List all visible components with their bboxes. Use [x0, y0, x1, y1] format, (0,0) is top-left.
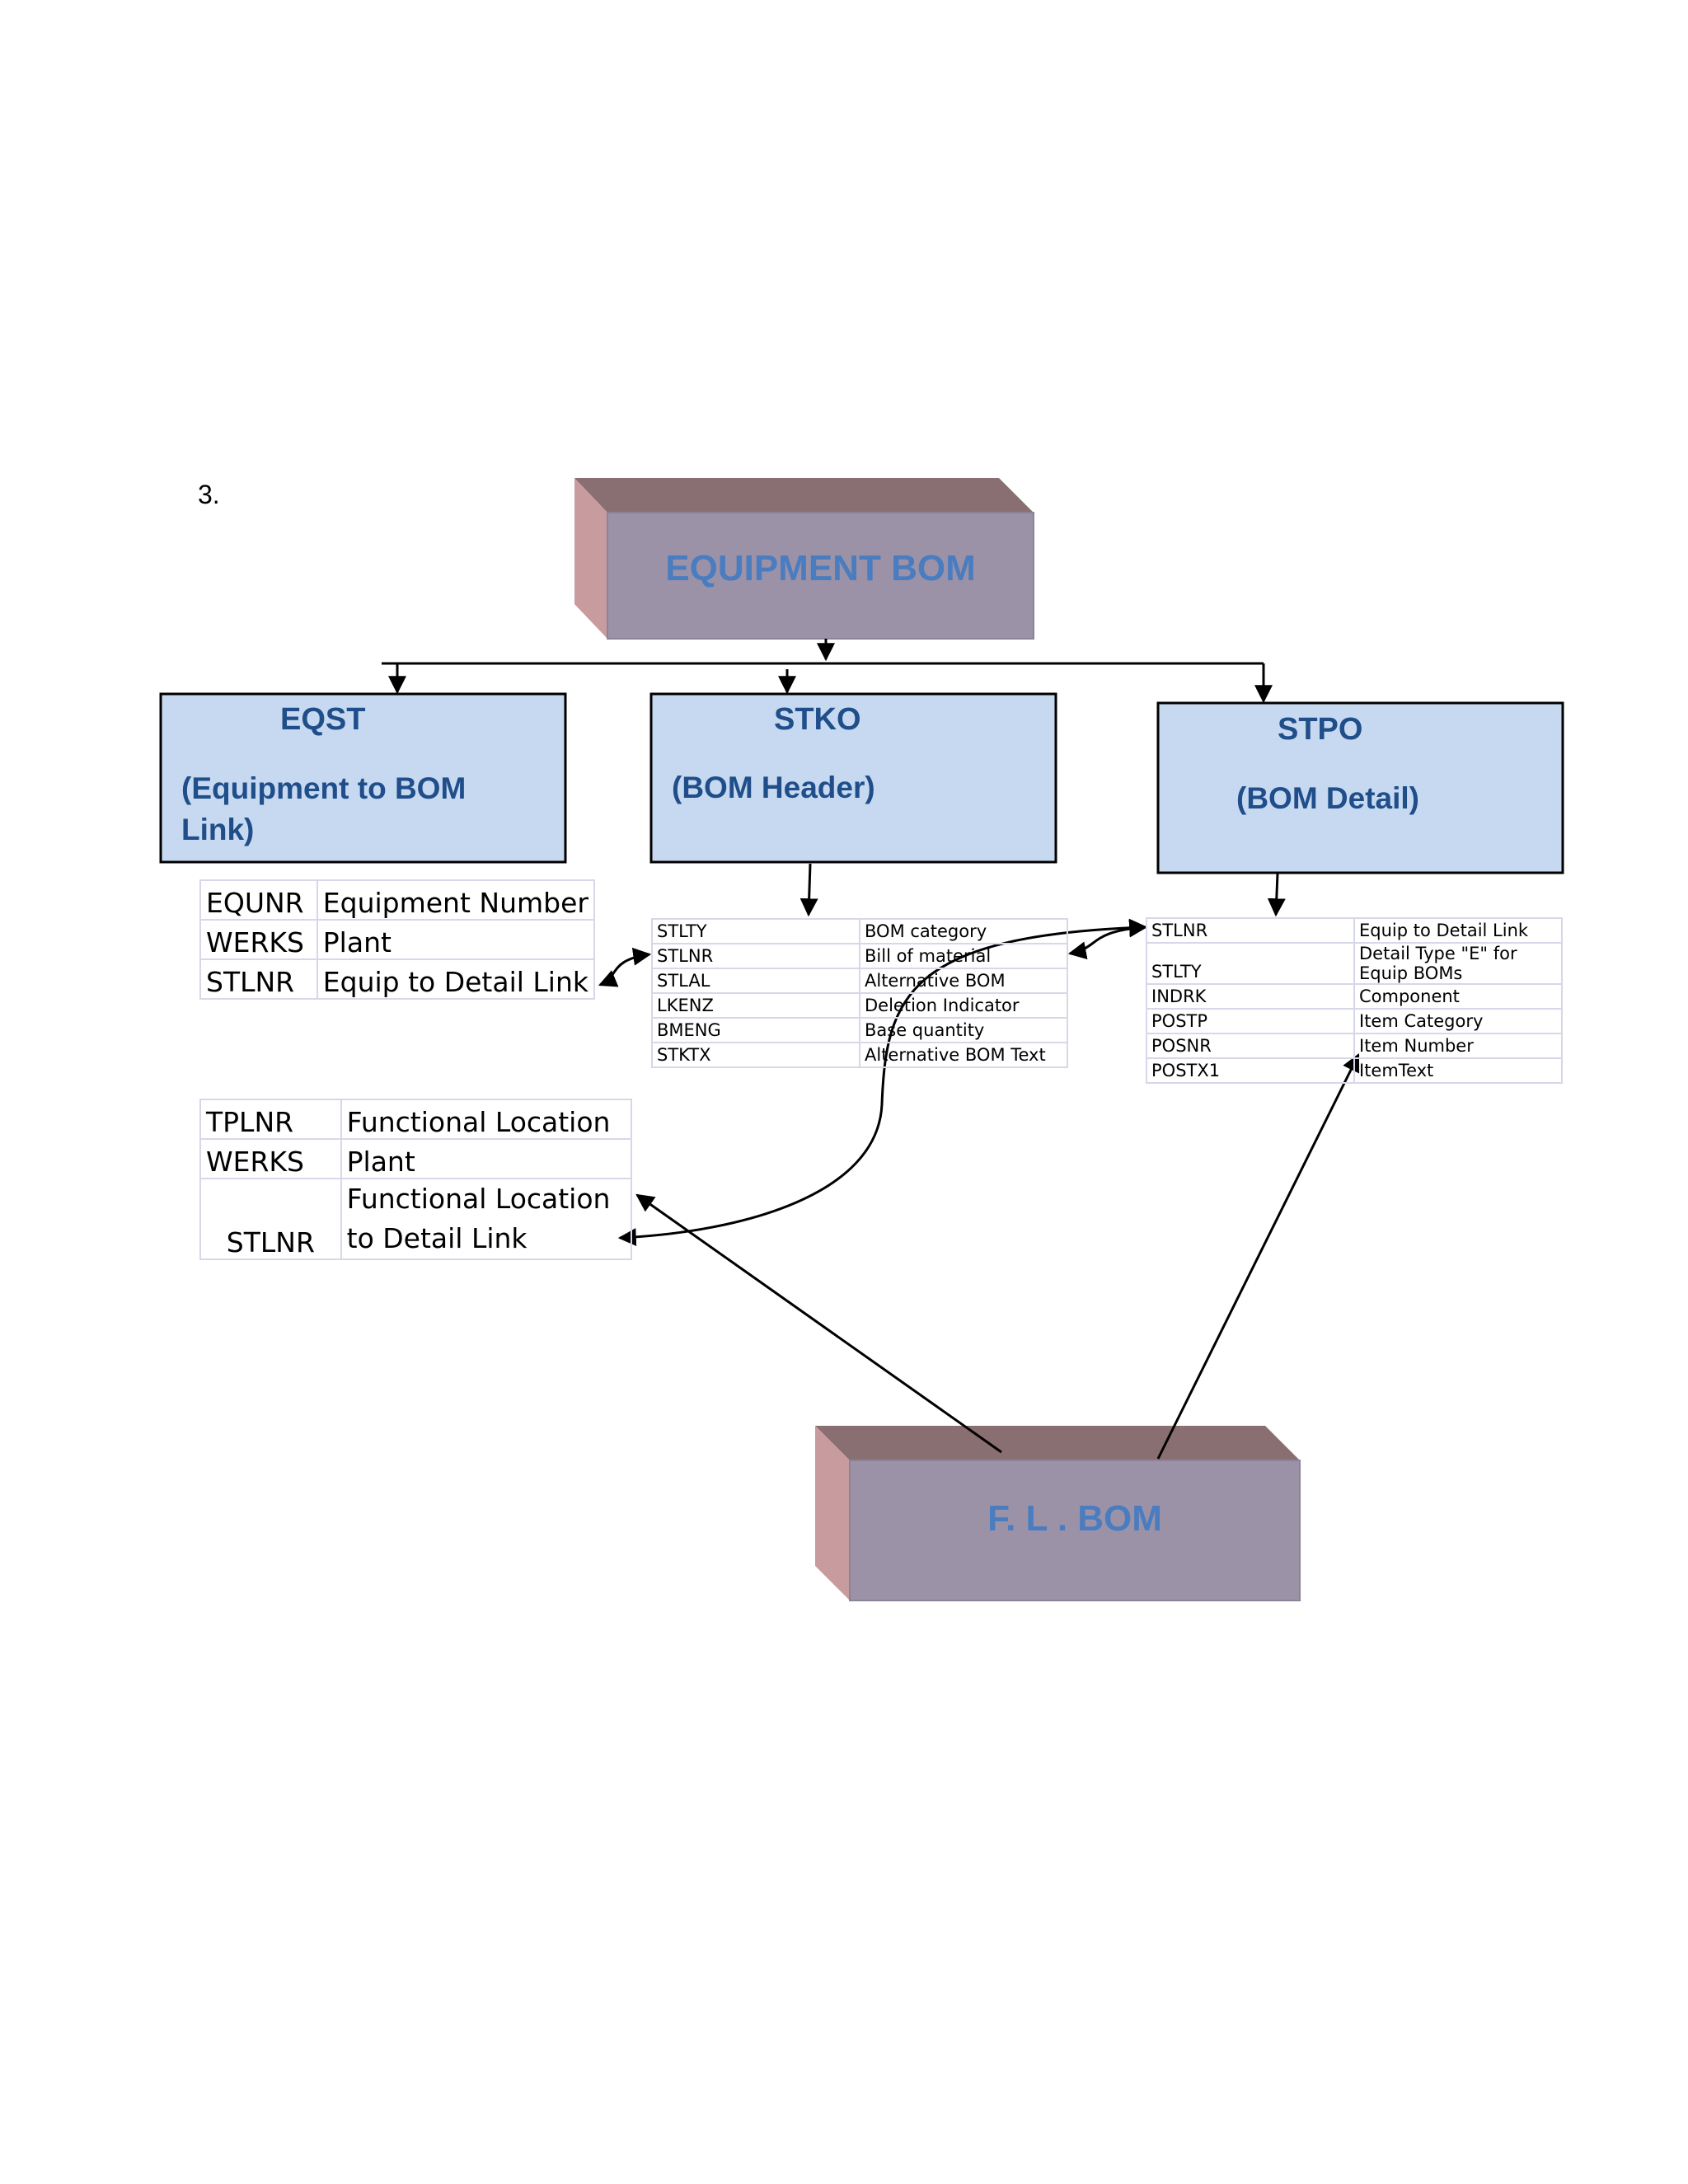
stpo-subtitle: (BOM Detail): [1236, 781, 1419, 815]
field-name: POSTP: [1146, 1008, 1355, 1034]
field-name: STLNR: [199, 958, 318, 1000]
field-desc: ItemText: [1353, 1057, 1563, 1084]
stpo-box: [1156, 701, 1564, 874]
flbom-to-tplnr-arrow: [635, 1193, 1002, 1454]
field-desc: Component: [1353, 983, 1563, 1010]
field-desc: Equipment Number: [316, 879, 596, 921]
eqst-title: EQST: [280, 702, 366, 737]
eqst-box: [159, 692, 567, 864]
page-number: 3.: [198, 480, 220, 509]
field-name: STLTY: [651, 918, 860, 944]
field-name: BMENG: [651, 1017, 860, 1043]
field-name: LKENZ: [651, 992, 860, 1019]
field-desc: Item Category: [1353, 1008, 1563, 1034]
eqst-stko-link-arrow: [598, 947, 652, 987]
connector-tree: [382, 639, 1273, 704]
field-desc: Item Number: [1353, 1033, 1563, 1059]
field-desc: Alternative BOM Text: [859, 1042, 1068, 1068]
stpo-to-table-arrow: [1267, 873, 1286, 917]
field-name: STLNR: [199, 1178, 342, 1260]
stko-to-table-arrow: [799, 863, 818, 917]
field-desc: Alternative BOM: [859, 968, 1068, 994]
field-desc: Equip to Detail Link: [316, 958, 596, 1000]
field-name: TPLNR: [199, 1099, 342, 1140]
field-desc: Equip to Detail Link: [1353, 917, 1563, 944]
field-desc: Functional Location to Detail Link: [340, 1178, 633, 1260]
eqst-table: EQUNR Equipment Number WERKS Plant STLNR…: [199, 879, 596, 1000]
field-name: POSTX1: [1146, 1057, 1355, 1084]
table-row: TPLNR Functional Location: [199, 1099, 633, 1140]
stko-title: STKO: [774, 702, 861, 737]
equipment-bom-label: EQUIPMENT BOM: [665, 548, 976, 588]
field-desc: Bill of material: [859, 943, 1068, 969]
fl-bom-label: F. L . BOM: [987, 1498, 1162, 1539]
field-name: STLNR: [651, 943, 860, 969]
field-name: INDRK: [1146, 983, 1355, 1010]
field-name: STLAL: [651, 968, 860, 994]
field-name: POSNR: [1146, 1033, 1355, 1059]
field-desc: Detail Type "E" for Equip BOMs: [1353, 942, 1563, 985]
field-name: WERKS: [199, 1138, 342, 1179]
field-name: EQUNR: [199, 879, 318, 921]
stko-box: [649, 692, 1057, 864]
flbom-to-stpo-arrow: [1156, 1053, 1360, 1460]
table-row: STLNR Functional Location to Detail Link: [199, 1178, 633, 1260]
table-row: WERKS Plant: [199, 1138, 633, 1179]
table-row: STLNR Equip to Detail Link: [199, 958, 596, 1000]
stpo-title: STPO: [1278, 712, 1363, 747]
table-row: EQUNR Equipment Number: [199, 879, 596, 921]
eqst-subtitle: (Equipment to BOM Link): [181, 771, 467, 846]
field-desc: Functional Location: [340, 1099, 633, 1140]
field-desc: Base quantity: [859, 1017, 1068, 1043]
field-desc: Deletion Indicator: [859, 992, 1068, 1019]
fl-bom-block: [815, 1426, 1301, 1601]
field-desc: Plant: [340, 1138, 633, 1179]
field-name: STKTX: [651, 1042, 860, 1068]
field-name: STLTY: [1146, 942, 1355, 985]
table-row: WERKS Plant: [199, 919, 596, 960]
equipment-bom-block: [574, 478, 1034, 640]
field-name: STLNR: [1146, 917, 1355, 944]
field-desc: BOM category: [859, 918, 1068, 944]
field-desc: Plant: [316, 919, 596, 960]
tplnr-table: TPLNR Functional Location WERKS Plant ST…: [199, 1099, 633, 1260]
field-name: WERKS: [199, 919, 318, 960]
stko-subtitle: (BOM Header): [672, 771, 875, 804]
